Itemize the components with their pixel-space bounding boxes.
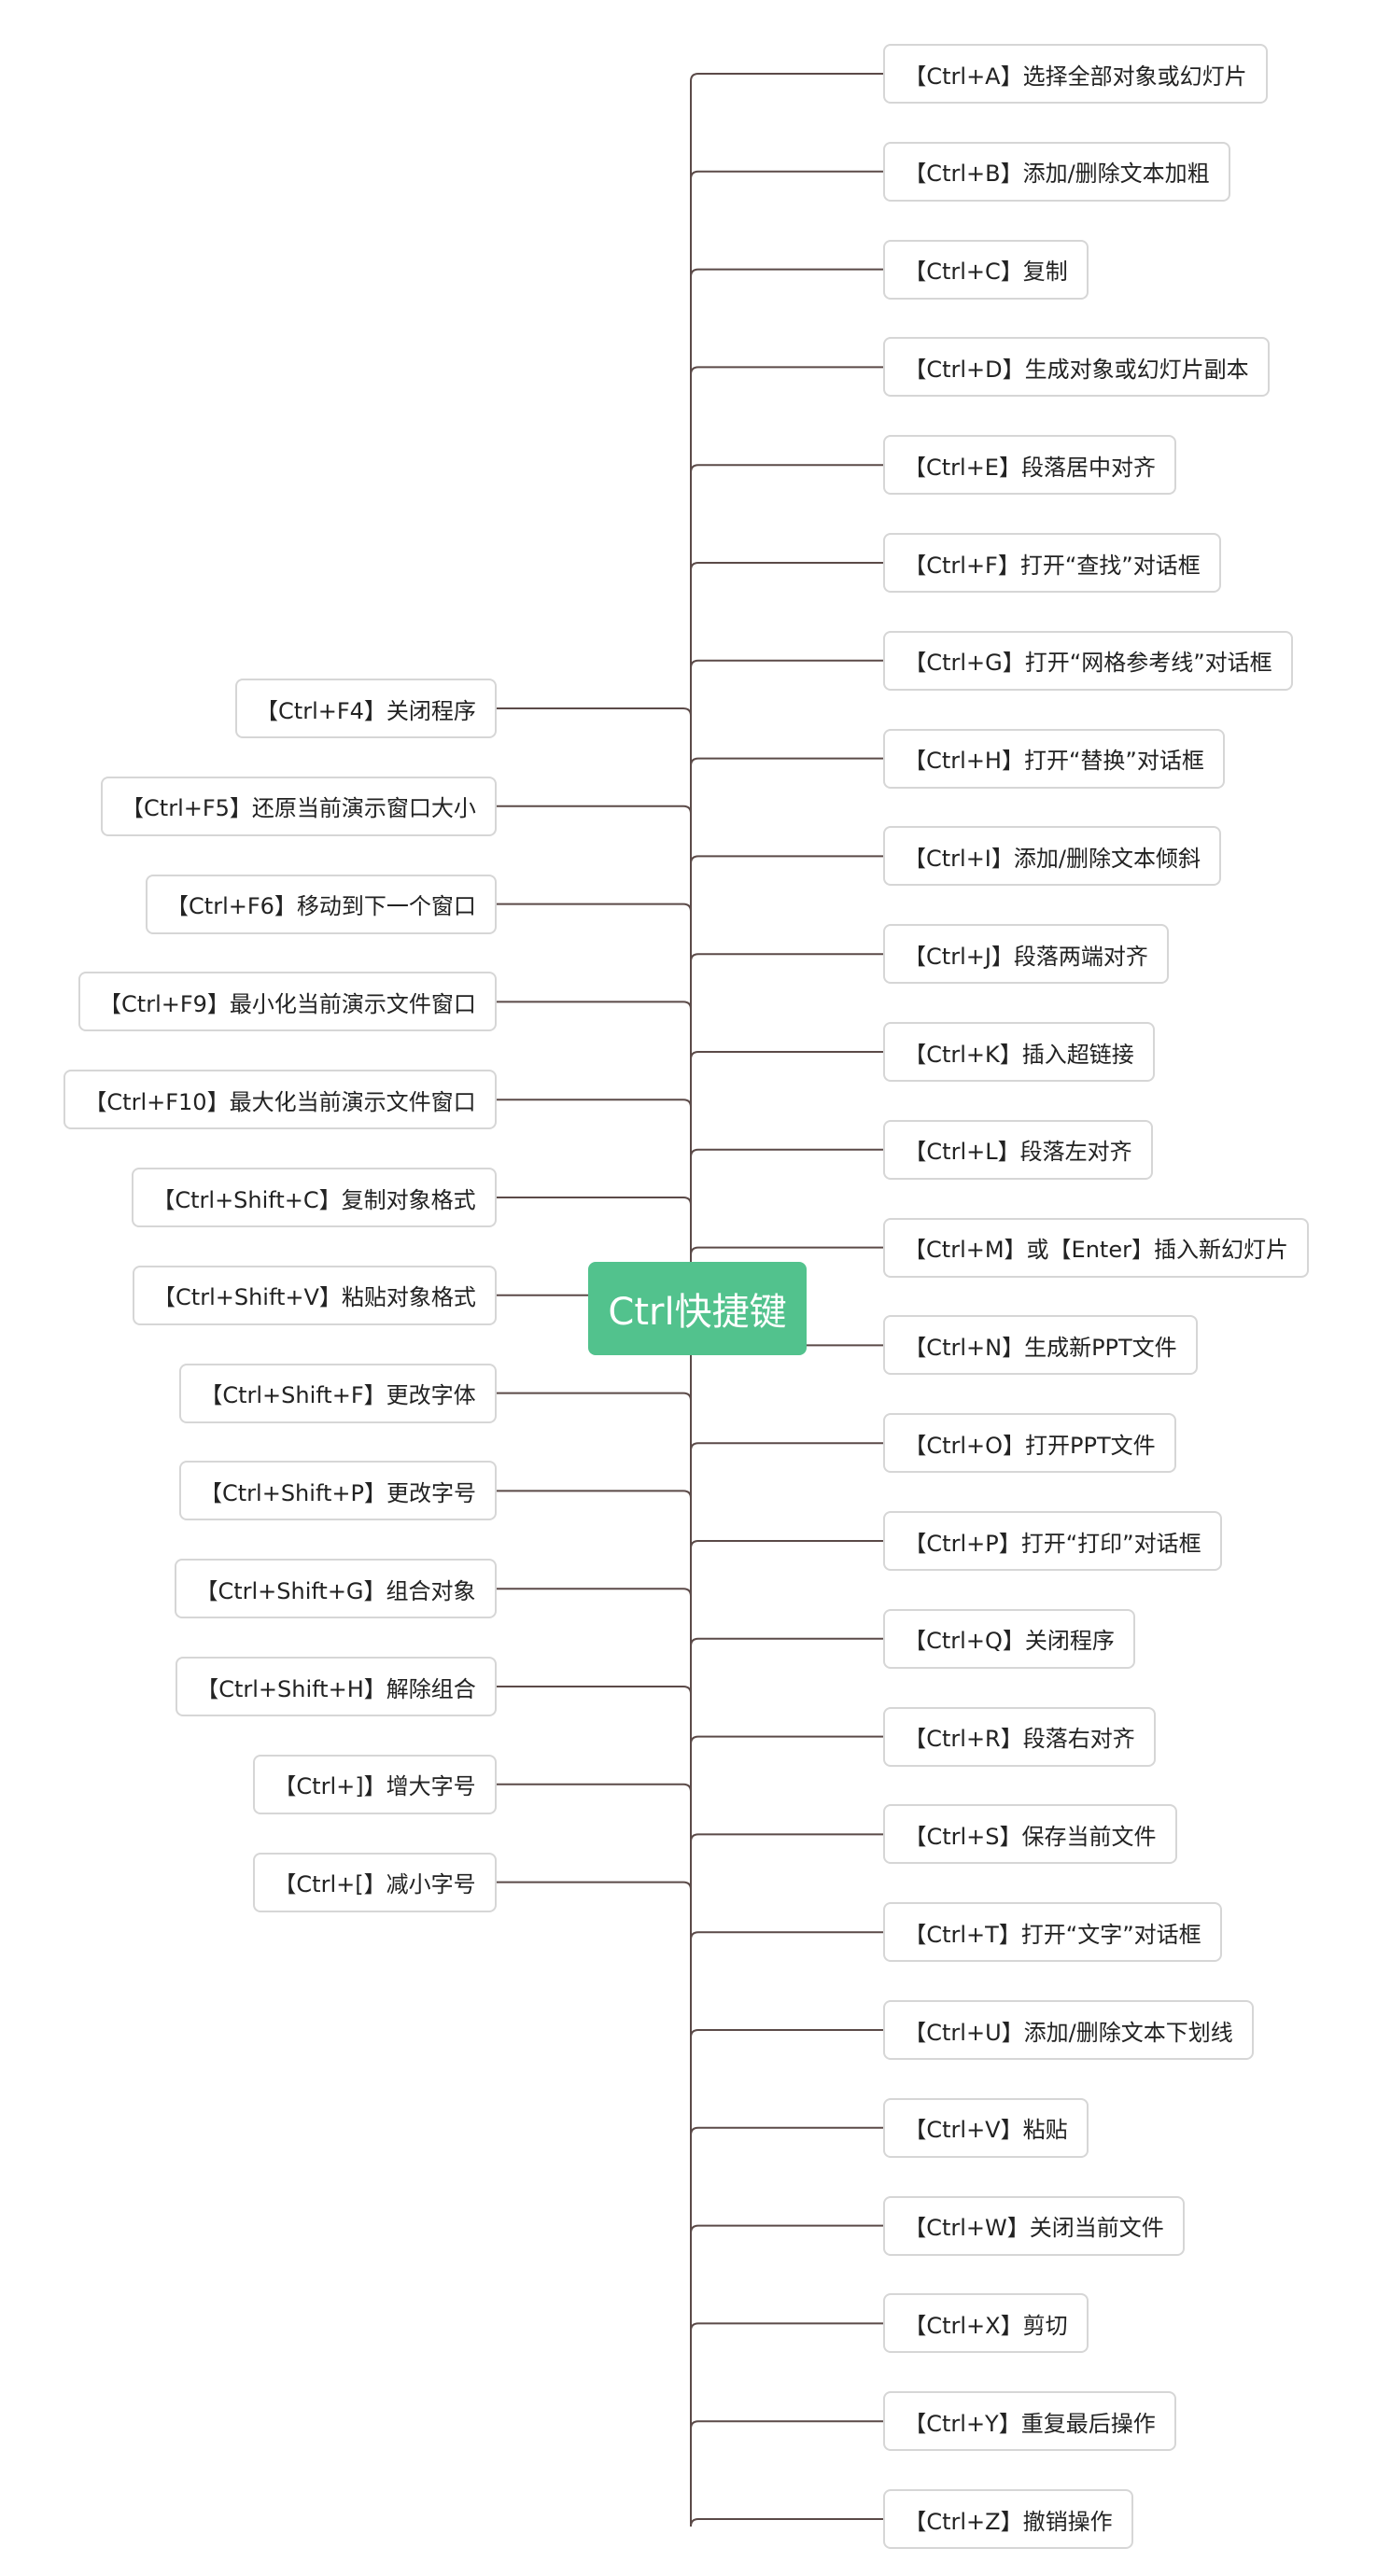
left-node[interactable]: 【Ctrl+F9】最小化当前演示文件窗口 — [78, 972, 497, 1032]
right-node[interactable]: 【Ctrl+A】选择全部对象或幻灯片 — [883, 44, 1268, 104]
center-topic[interactable]: Ctrl快捷键 — [588, 1262, 807, 1355]
right-connector — [690, 953, 883, 962]
right-node[interactable]: 【Ctrl+W】关闭当前文件 — [883, 2195, 1185, 2256]
right-connector — [690, 1931, 883, 1940]
left-node[interactable]: 【Ctrl+Shift+F】更改字体 — [179, 1363, 497, 1423]
left-node[interactable]: 【Ctrl+Shift+C】复制对象格式 — [132, 1168, 497, 1227]
right-connector — [690, 366, 883, 375]
right-node[interactable]: 【Ctrl+Q】关闭程序 — [883, 1608, 1135, 1669]
right-connector — [690, 2126, 883, 2135]
right-node[interactable]: 【Ctrl+E】段落居中对齐 — [883, 435, 1176, 496]
right-connector — [690, 757, 883, 766]
right-connector — [690, 1051, 883, 1060]
right-node[interactable]: 【Ctrl+R】段落右对齐 — [883, 1706, 1156, 1767]
left-node[interactable]: 【Ctrl+]】增大字号 — [253, 1754, 497, 1814]
right-connector — [690, 464, 883, 473]
left-node[interactable]: 【Ctrl+F5】还原当前演示窗口大小 — [101, 776, 497, 836]
right-node[interactable]: 【Ctrl+J】段落两端对齐 — [883, 924, 1169, 985]
right-connector — [690, 2224, 883, 2233]
right-node[interactable]: 【Ctrl+P】打开“打印”对话框 — [883, 1511, 1222, 1571]
right-connector — [690, 2420, 883, 2429]
right-connector — [690, 2029, 883, 2038]
right-connector — [690, 659, 883, 668]
right-node[interactable]: 【Ctrl+C】复制 — [883, 239, 1089, 300]
left-connector — [497, 805, 692, 814]
right-node[interactable]: 【Ctrl+S】保存当前文件 — [883, 1804, 1177, 1865]
left-connector — [497, 1099, 692, 1108]
left-node[interactable]: 【Ctrl+F4】关闭程序 — [235, 679, 497, 738]
left-connector — [497, 1588, 692, 1597]
right-connector — [690, 562, 883, 571]
right-node[interactable]: 【Ctrl+N】生成新PPT文件 — [883, 1315, 1198, 1376]
left-connector — [497, 1686, 692, 1695]
right-node[interactable]: 【Ctrl+L】段落左对齐 — [883, 1119, 1153, 1180]
right-connector — [690, 1833, 883, 1842]
left-node[interactable]: 【Ctrl+F10】最大化当前演示文件窗口 — [63, 1070, 497, 1130]
right-node[interactable]: 【Ctrl+D】生成对象或幻灯片副本 — [883, 337, 1270, 398]
right-connector — [690, 1540, 883, 1549]
right-node[interactable]: 【Ctrl+G】打开“网格参考线”对话框 — [883, 630, 1293, 691]
left-connector — [497, 1783, 692, 1792]
left-connector — [497, 1392, 692, 1401]
right-connector — [690, 1246, 883, 1255]
right-connector — [690, 2518, 883, 2527]
left-node[interactable]: 【Ctrl+Shift+H】解除组合 — [176, 1657, 497, 1716]
right-node[interactable]: 【Ctrl+K】插入超链接 — [883, 1022, 1155, 1082]
right-node[interactable]: 【Ctrl+O】打开PPT文件 — [883, 1413, 1176, 1474]
right-connector — [690, 1637, 883, 1646]
left-node[interactable]: 【Ctrl+Shift+G】组合对象 — [175, 1559, 497, 1619]
right-node[interactable]: 【Ctrl+B】添加/删除文本加粗 — [883, 141, 1230, 202]
left-node[interactable]: 【Ctrl+Shift+P】更改字号 — [179, 1461, 497, 1521]
right-connector — [690, 1442, 883, 1451]
right-connector — [690, 2322, 883, 2331]
right-node[interactable]: 【Ctrl+I】添加/删除文本倾斜 — [883, 826, 1221, 887]
left-connector — [497, 707, 692, 717]
right-connector — [690, 1148, 883, 1157]
left-connector — [497, 1001, 692, 1010]
left-connector — [497, 1197, 692, 1206]
left-connector — [497, 1490, 692, 1499]
right-connector — [690, 1735, 883, 1744]
left-connector — [497, 903, 692, 912]
right-node[interactable]: 【Ctrl+X】剪切 — [883, 2293, 1089, 2354]
right-node[interactable]: 【Ctrl+Z】撤销操作 — [883, 2489, 1133, 2549]
right-node[interactable]: 【Ctrl+T】打开“文字”对话框 — [883, 1902, 1222, 1963]
right-connector — [690, 855, 883, 864]
right-connector — [690, 170, 883, 179]
left-connector — [497, 1881, 692, 1890]
right-node[interactable]: 【Ctrl+Y】重复最后操作 — [883, 2391, 1176, 2452]
right-connector — [690, 73, 883, 82]
right-connector — [690, 268, 883, 277]
right-node[interactable]: 【Ctrl+V】粘贴 — [883, 2097, 1089, 2158]
right-node[interactable]: 【Ctrl+F】打开“查找”对话框 — [883, 533, 1221, 593]
left-node[interactable]: 【Ctrl+[】减小字号 — [253, 1852, 497, 1912]
left-node[interactable]: 【Ctrl+F6】移动到下一个窗口 — [146, 874, 497, 934]
left-node[interactable]: 【Ctrl+Shift+V】粘贴对象格式 — [133, 1265, 497, 1325]
right-node[interactable]: 【Ctrl+H】打开“替换”对话框 — [883, 728, 1225, 789]
right-node[interactable]: 【Ctrl+U】添加/删除文本下划线 — [883, 2000, 1254, 2060]
right-node[interactable]: 【Ctrl+M】或【Enter】插入新幻灯片 — [883, 1217, 1309, 1278]
